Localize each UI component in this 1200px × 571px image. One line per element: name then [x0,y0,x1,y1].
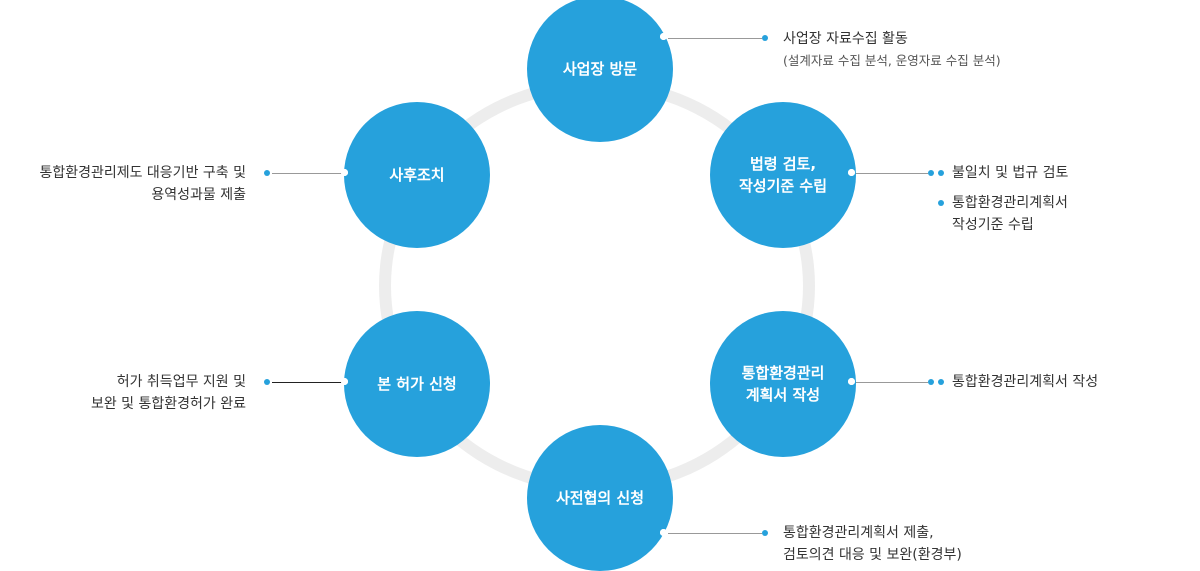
desc-item: 통합환경관리계획서 [952,195,1068,211]
connector-dot-icon [341,378,348,385]
connector-permit-apply [272,382,344,383]
step-law-review[interactable]: 법령 검토, 작성기준 수립 [710,102,856,248]
connector-end-dot-icon [264,379,270,385]
bullet-icon [938,200,944,206]
bullet-icon [938,379,944,385]
desc-item: 작성기준 수립 [952,217,1034,233]
step-plan-writing[interactable]: 통합환경관리 계획서 작성 [710,311,856,457]
connector-law-review [856,173,928,174]
desc-plan-writing: 통합환경관리계획서 작성 [952,371,1098,393]
desc-follow-up: 통합환경관리제도 대응기반 구축 및 용역성과물 제출 [39,162,246,206]
desc-item: 불일치 및 법규 검토 [952,165,1069,181]
desc-pre-consult: 통합환경관리계획서 제출, 검토의견 대응 및 보완(환경부) [783,522,962,566]
step-label: 사전협의 신청 [555,489,645,507]
connector-site-visit [668,38,762,39]
desc-line: 통합환경관리제도 대응기반 구축 및 [39,165,246,181]
connector-dot-icon [341,169,348,176]
bullet-icon [938,170,944,176]
step-label: 사업장 방문 [562,60,638,78]
desc-main: 사업장 자료수집 활동 [783,31,908,47]
step-permit-apply[interactable]: 본 허가 신청 [344,311,490,457]
desc-line: 보완 및 통합환경허가 완료 [90,396,246,412]
desc-sub: (설계자료 수집 분석, 운영자료 수집 분석) [783,53,1001,68]
step-label: 계획서 작성 [745,386,821,404]
connector-follow-up [272,173,344,174]
desc-law-review-2: 통합환경관리계획서 작성기준 수립 [952,192,1068,236]
desc-item: 통합환경관리계획서 작성 [952,374,1099,390]
connector-dot-icon [848,378,855,385]
step-pre-consult[interactable]: 사전협의 신청 [527,425,673,571]
desc-law-review-1: 불일치 및 법규 검토 [952,162,1068,184]
step-label: 통합환경관리 [741,364,825,382]
step-label: 작성기준 수립 [738,177,828,195]
connector-end-dot-icon [928,170,934,176]
step-label: 법령 검토, [749,155,817,173]
desc-permit-apply: 허가 취득업무 지원 및 보완 및 통합환경허가 완료 [91,371,246,415]
connector-end-dot-icon [264,170,270,176]
connector-end-dot-icon [928,379,934,385]
step-label: 본 허가 신청 [377,375,457,393]
desc-line: 통합환경관리계획서 제출, [783,525,934,541]
connector-end-dot-icon [762,530,768,536]
desc-line: 허가 취득업무 지원 및 [116,374,246,390]
step-site-visit[interactable]: 사업장 방문 [527,0,673,142]
connector-end-dot-icon [762,35,768,41]
desc-line: 검토의견 대응 및 보완(환경부) [783,547,962,563]
step-follow-up[interactable]: 사후조치 [344,102,490,248]
connector-plan-writing [856,382,928,383]
connector-pre-consult [668,533,762,534]
connector-dot-icon [660,529,667,536]
desc-line: 용역성과물 제출 [151,187,246,203]
connector-dot-icon [660,33,667,40]
step-label: 사후조치 [389,166,445,184]
desc-site-visit: 사업장 자료수집 활동 (설계자료 수집 분석, 운영자료 수집 분석) [783,28,1001,72]
connector-dot-icon [848,169,855,176]
